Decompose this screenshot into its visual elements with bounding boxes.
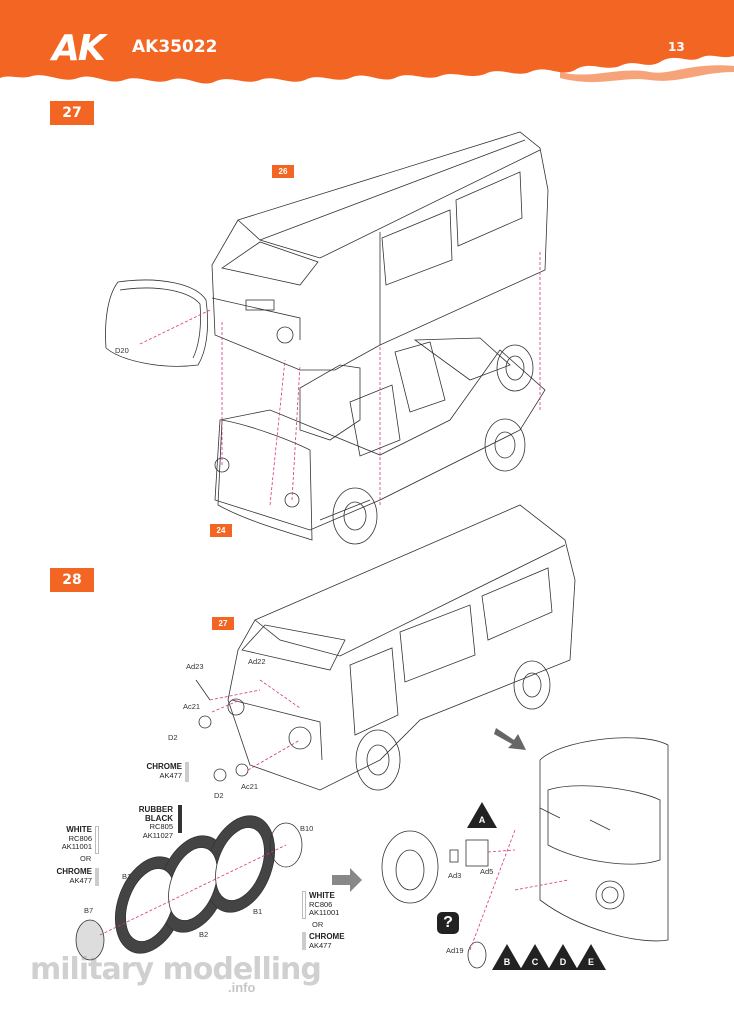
step-28-badge: 28 — [50, 568, 94, 592]
part-ad3-label: Ad3 — [448, 871, 462, 880]
step-28-ref-27: 27 — [212, 617, 234, 630]
question-mark-icon: ? — [437, 912, 459, 934]
white-paint-right: WHITE RC806 AK11001 — [309, 891, 340, 917]
part-ac21-bottom-label: Ac21 — [241, 782, 259, 791]
watermark: military modelling — [30, 952, 322, 987]
or-right: OR — [312, 920, 324, 929]
brand-logo: AK — [52, 28, 106, 69]
marker-b: B — [492, 944, 522, 970]
chrome-paint-left: CHROME AK477 — [56, 867, 92, 885]
step-27-badge: 27 — [50, 101, 94, 125]
marker-d: D — [548, 944, 578, 970]
chrome-swatch-left — [95, 868, 99, 886]
part-b10-label: B10 — [300, 824, 314, 833]
part-d2-label: D2 — [168, 733, 178, 742]
white-swatch-left — [95, 826, 99, 854]
chrome-paint-right: CHROME AK477 — [309, 932, 345, 950]
white-swatch-right — [302, 891, 306, 919]
or-left: OR — [80, 854, 92, 863]
part-ac21-label: Ac21 — [183, 702, 201, 711]
page-number: 13 — [668, 40, 685, 54]
marker-a: A — [467, 802, 497, 828]
part-d20-label: D20 — [115, 346, 129, 355]
part-d2-bottom-label: D2 — [214, 791, 224, 800]
part-b1-right-label: B1 — [253, 907, 263, 916]
marker-c: C — [520, 944, 550, 970]
rubber-black-swatch — [178, 805, 182, 833]
rubber-black-paint: RUBBER BLACK RC805 AK11027 — [138, 805, 173, 840]
part-b2-label: B2 — [199, 930, 209, 939]
product-code: AK35022 — [132, 37, 218, 57]
part-ad23-label: Ad23 — [186, 662, 204, 671]
white-paint-left: WHITE RC806 AK11001 — [61, 825, 92, 851]
step-27-ref-24: 24 — [210, 524, 232, 537]
step-27-ref-26: 26 — [272, 165, 294, 178]
header-banner — [0, 0, 734, 84]
chrome-swatch-right — [302, 932, 306, 950]
watermark-sub: .info — [228, 980, 256, 995]
part-ad5-label: Ad5 — [480, 867, 494, 876]
part-ad22-label: Ad22 — [248, 657, 266, 666]
marker-e: E — [576, 944, 606, 970]
part-b7-label: B7 — [84, 906, 94, 915]
part-b1-left-label: B1 — [122, 872, 132, 881]
chrome-swatch — [185, 762, 189, 782]
part-ad19-label: Ad19 — [446, 946, 464, 955]
